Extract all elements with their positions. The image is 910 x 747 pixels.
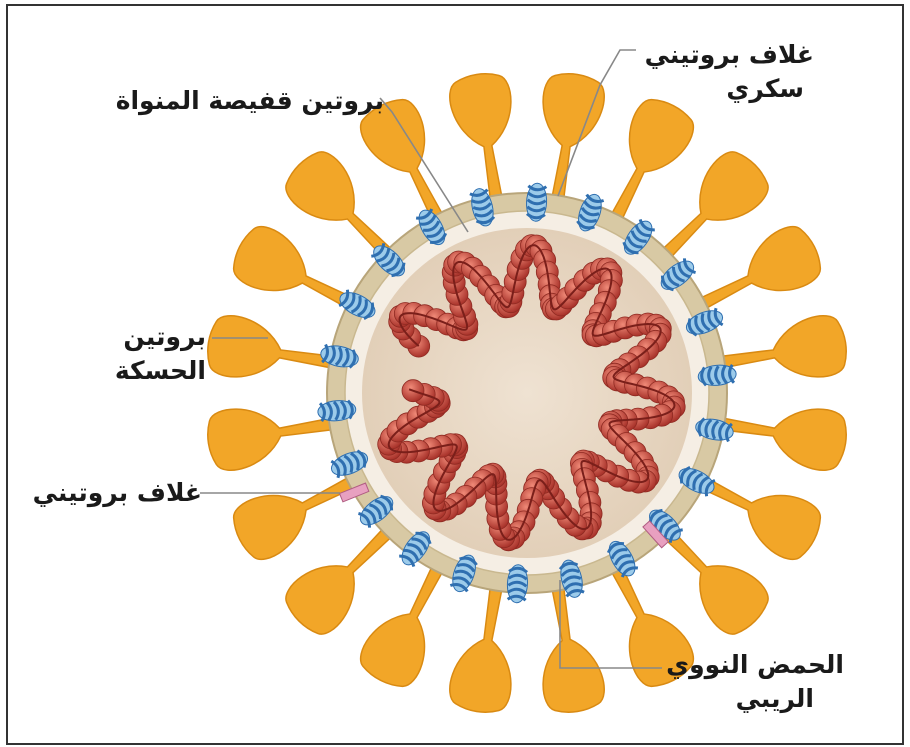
label-rna: الحمض النووي الريبي bbox=[664, 648, 844, 716]
spike-protein bbox=[528, 581, 608, 716]
spike-protein bbox=[204, 394, 339, 474]
label-glycoprotein-envelope: غلاف بروتيني سكري bbox=[614, 38, 814, 106]
label-spike-protein: بروتين الحسكة bbox=[82, 320, 206, 388]
glycoprotein bbox=[317, 399, 357, 422]
label-envelope-protein: غلاف بروتيني bbox=[14, 476, 202, 510]
spike-protein bbox=[715, 394, 850, 474]
spike-protein bbox=[447, 70, 527, 205]
glycoprotein bbox=[697, 364, 737, 387]
spike-protein bbox=[715, 313, 850, 393]
glycoprotein bbox=[507, 564, 529, 603]
spike-protein bbox=[204, 313, 339, 393]
glycoprotein bbox=[526, 183, 548, 222]
label-nucleocapsid-protein: بروتين قفيصة المنواة bbox=[146, 84, 384, 118]
